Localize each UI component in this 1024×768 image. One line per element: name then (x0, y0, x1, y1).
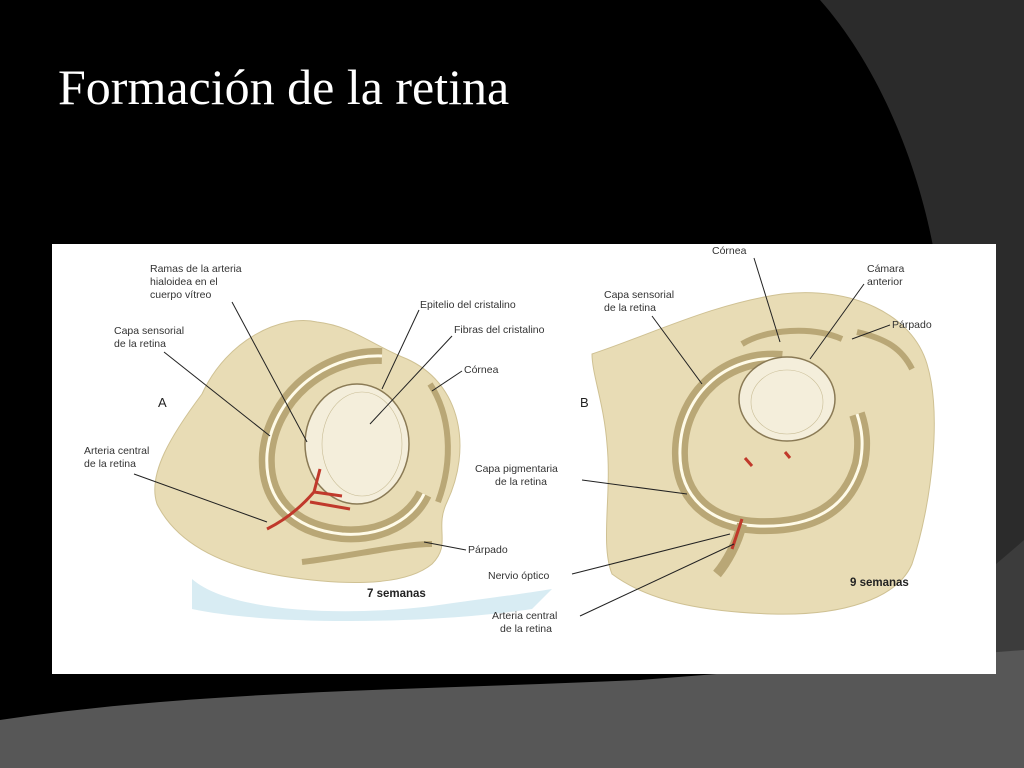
label-b-arteria-central-1: Arteria central (492, 610, 557, 622)
leader-b-arteria-central (579, 543, 735, 617)
leader-a-arteria-central (133, 473, 268, 523)
panel-b-lens (738, 356, 836, 442)
label-a-letter: A (158, 395, 167, 410)
panel-b-illustration (591, 292, 935, 615)
label-b-capa-sensorial-2: de la retina (604, 302, 656, 314)
panel-a-lens (304, 383, 410, 505)
label-a-capa-sensorial-2: de la retina (114, 338, 166, 350)
leader-a-capa-sensorial (163, 351, 271, 437)
leader-a-epitelio (381, 309, 420, 390)
leader-b-parpado (851, 324, 891, 340)
label-a-capa-sensorial-1: Capa sensorial (114, 325, 184, 337)
label-a-ramas-2: hialoidea en el (150, 276, 218, 288)
label-b-parpado: Párpado (892, 319, 932, 331)
slide-title: Formación de la retina (58, 59, 510, 115)
label-a-ramas-1: Ramas de la arteria (150, 263, 242, 275)
leader-a-parpado (423, 541, 467, 551)
label-b-capa-pigmentaria-2: de la retina (495, 476, 547, 488)
panel-a-shadow (192, 579, 552, 622)
label-b-camara-2: anterior (867, 276, 903, 288)
label-a-cornea: Córnea (464, 364, 499, 376)
leader-b-cornea (753, 257, 781, 343)
label-b-nervio-optico: Nervio óptico (488, 570, 549, 582)
label-a-ramas-3: cuerpo vítreo (150, 289, 211, 301)
panel-a-lens-fibers (321, 391, 403, 497)
label-b-camara-1: Cámara (867, 263, 905, 275)
panel-b-optic-cup-inner (678, 357, 864, 528)
background-curve-bottom (0, 650, 1024, 768)
figure-panel: Ramas de la arteria hialoidea en el cuer… (52, 244, 996, 674)
label-a-epitelio: Epitelio del cristalino (420, 299, 516, 311)
leader-b-nervio-optico (571, 533, 731, 575)
panel-a-cornea (427, 382, 451, 504)
panel-b-lens-fibers (750, 369, 824, 435)
label-a-parpado: Párpado (468, 544, 508, 556)
retina-diagram: Ramas de la arteria hialoidea en el cuer… (84, 245, 935, 635)
label-b-cornea: Córnea (712, 245, 747, 257)
panel-a-eyelid (301, 541, 433, 565)
label-a-stage: 7 semanas (367, 588, 426, 600)
label-a-arteria-central-1: Arteria central (84, 445, 149, 457)
label-b-capa-sensorial-1: Capa sensorial (604, 289, 674, 301)
leader-b-camara (809, 283, 865, 360)
label-b-letter: B (580, 395, 589, 410)
panel-b-tissue (591, 292, 935, 615)
label-b-arteria-central-2: de la retina (500, 623, 552, 635)
label-a-arteria-central-2: de la retina (84, 458, 136, 470)
label-b-stage: 9 semanas (850, 577, 909, 589)
leader-b-capa-sensorial (651, 315, 703, 385)
panel-a-hyaloid-artery (266, 468, 351, 531)
panel-b-optic-nerve (713, 522, 747, 578)
panel-b-cornea (740, 327, 844, 347)
leader-a-fibras (369, 335, 453, 425)
label-a-fibras: Fibras del cristalino (454, 324, 545, 336)
leader-b-capa-pigmentaria (581, 479, 688, 495)
leader-a-cornea (431, 370, 463, 392)
panel-a-optic-cup-inner (265, 354, 426, 536)
leader-a-ramas (231, 301, 308, 443)
label-b-capa-pigmentaria-1: Capa pigmentaria (475, 463, 558, 475)
